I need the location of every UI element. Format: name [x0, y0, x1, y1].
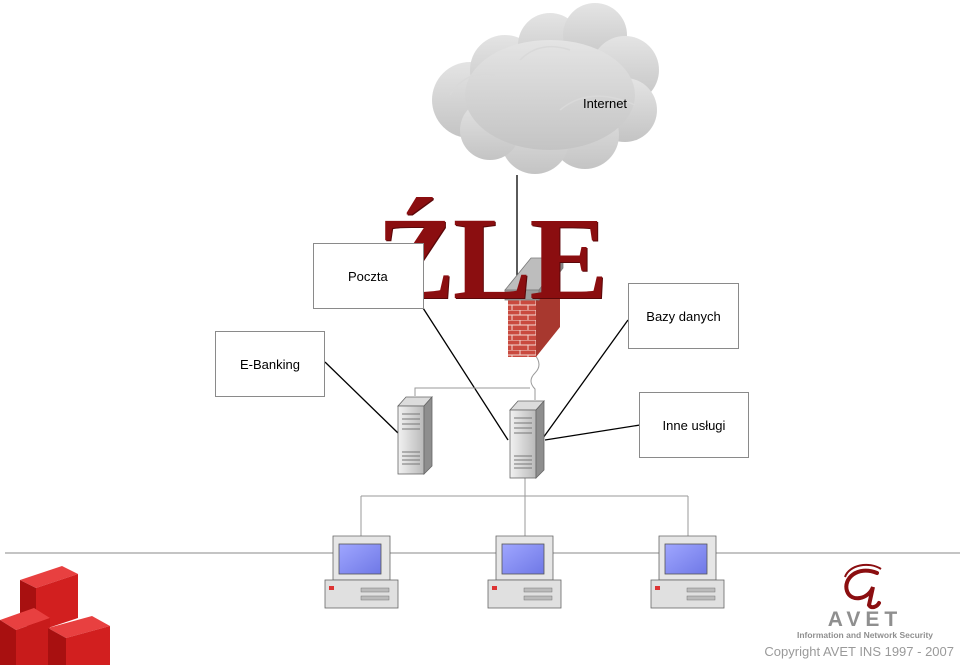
- e-banking-box: E-Banking: [215, 331, 325, 397]
- workstation-icon: [650, 535, 725, 609]
- inne-uslugi-label: Inne usługi: [662, 418, 726, 433]
- server-icon: [397, 395, 433, 475]
- bazy-danych-box: Bazy danych: [628, 283, 739, 349]
- lan-lines: [360, 354, 689, 536]
- firewall-icon: [504, 256, 564, 357]
- inne-uslugi-box: Inne usługi: [639, 392, 749, 458]
- cloud-icon: [432, 3, 659, 174]
- avet-name: AVET: [827, 608, 903, 631]
- e-banking-label: E-Banking: [240, 357, 300, 372]
- workstation-icon: [324, 535, 399, 609]
- bazy-danych-label: Bazy danych: [646, 309, 721, 324]
- avet-logo-icon: [844, 563, 882, 610]
- avet-subtitle: Information and Network Security: [796, 630, 934, 640]
- cubes-icon: [0, 566, 110, 665]
- poczta-label: Poczta: [348, 269, 388, 284]
- connection-lines: [324, 175, 641, 441]
- server-icon: [509, 399, 545, 479]
- workstation-icon: [487, 535, 562, 609]
- internet-label: Internet: [582, 96, 628, 111]
- copyright-text: Copyright AVET INS 1997 - 2007: [764, 644, 954, 659]
- poczta-box: Poczta: [313, 243, 424, 309]
